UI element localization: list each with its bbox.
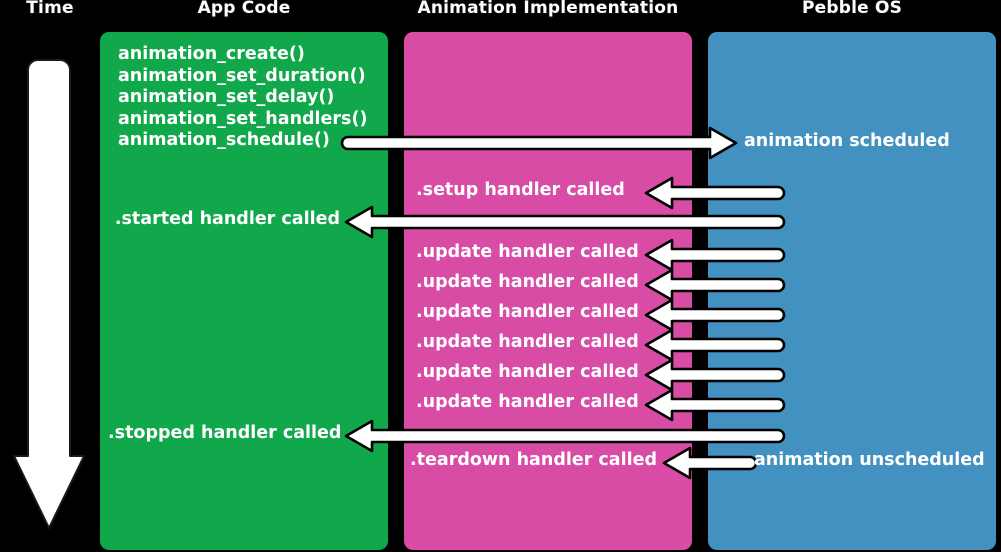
code-line: animation_schedule() bbox=[118, 130, 330, 150]
code-line: animation_set_duration() bbox=[118, 65, 366, 86]
code-line: animation_create() bbox=[118, 44, 305, 64]
column-header-app-code: App Code bbox=[197, 0, 291, 18]
message-label-update-handler: .update handler called bbox=[416, 392, 639, 412]
lane-app-code bbox=[100, 32, 388, 550]
message-label-update-handler: .update handler called bbox=[416, 302, 639, 322]
message-label-animation-unscheduled: animation unscheduled bbox=[754, 450, 985, 470]
message-label-update-handler: .update handler called bbox=[416, 242, 639, 262]
message-label-setup-handler: .setup handler called bbox=[416, 180, 625, 200]
message-label-update-handler: .update handler called bbox=[416, 272, 639, 292]
message-label-started-handler: .started handler called bbox=[114, 209, 340, 229]
time-down-arrow-icon bbox=[12, 48, 86, 540]
column-header-pebble-os: Pebble OS bbox=[801, 0, 903, 18]
message-label-teardown-handler: .teardown handler called bbox=[410, 450, 658, 470]
message-label-animation-scheduled: animation scheduled bbox=[744, 131, 950, 151]
lane-pebble-os bbox=[708, 32, 996, 550]
app-code-call-list: animation_create() animation_set_duratio… bbox=[118, 44, 367, 152]
message-label-update-handler: .update handler called bbox=[416, 332, 639, 352]
column-header-animation-implementation: Animation Implementation bbox=[417, 0, 679, 18]
message-label-stopped-handler: .stopped handler called bbox=[108, 423, 342, 443]
code-line: animation_set_delay() bbox=[118, 87, 335, 107]
column-header-time: Time bbox=[26, 0, 74, 18]
code-line: animation_set_handlers() bbox=[118, 108, 368, 129]
message-label-update-handler: .update handler called bbox=[416, 362, 639, 382]
lane-animation-implementation bbox=[404, 32, 692, 550]
